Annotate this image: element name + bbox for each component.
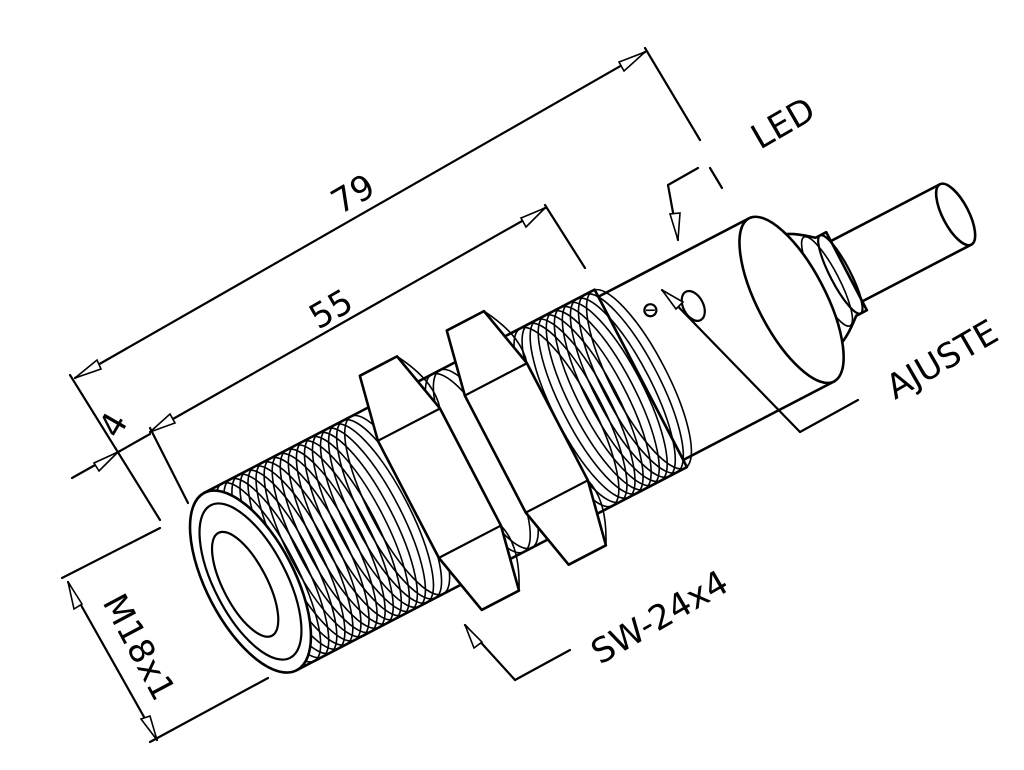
sensing-face-inner — [210, 530, 280, 638]
thread-ring — [569, 297, 677, 479]
thread-ring — [295, 439, 403, 621]
sensor-body — [188, 182, 977, 674]
thread-ring — [327, 423, 435, 604]
adjust-label: AJUSTE — [880, 312, 1006, 408]
thread-ring — [303, 435, 411, 617]
thread-ring — [561, 301, 669, 483]
led-window — [680, 289, 706, 322]
thread-ring — [585, 288, 693, 470]
hex-nut-front — [358, 355, 521, 612]
thread-ring — [311, 431, 419, 613]
led-tick — [708, 166, 724, 190]
thread-ring — [577, 293, 685, 474]
thread-ring — [537, 314, 644, 495]
adjust-screw-slot — [645, 309, 655, 312]
rear-housing — [596, 215, 845, 462]
sensing-face — [188, 489, 313, 674]
dimension-55-label: 55 — [303, 282, 360, 338]
dimension-m18-label: M18x1 — [94, 587, 183, 707]
thread-ring — [545, 309, 652, 491]
dimension-4-label: 4 — [91, 406, 136, 445]
thread-ring — [263, 456, 370, 638]
thread-ring — [279, 448, 386, 630]
led-label: LED — [745, 90, 823, 158]
dimension-79-label: 79 — [325, 167, 382, 223]
thread-ring — [287, 444, 395, 625]
thread-ring — [553, 305, 661, 487]
hex-nut-rear — [445, 309, 608, 567]
nut-size-label: SW-24x4 — [585, 563, 736, 673]
adjust-screw — [643, 303, 658, 318]
led-leader: LED — [666, 90, 823, 242]
thread-ring — [319, 427, 427, 609]
